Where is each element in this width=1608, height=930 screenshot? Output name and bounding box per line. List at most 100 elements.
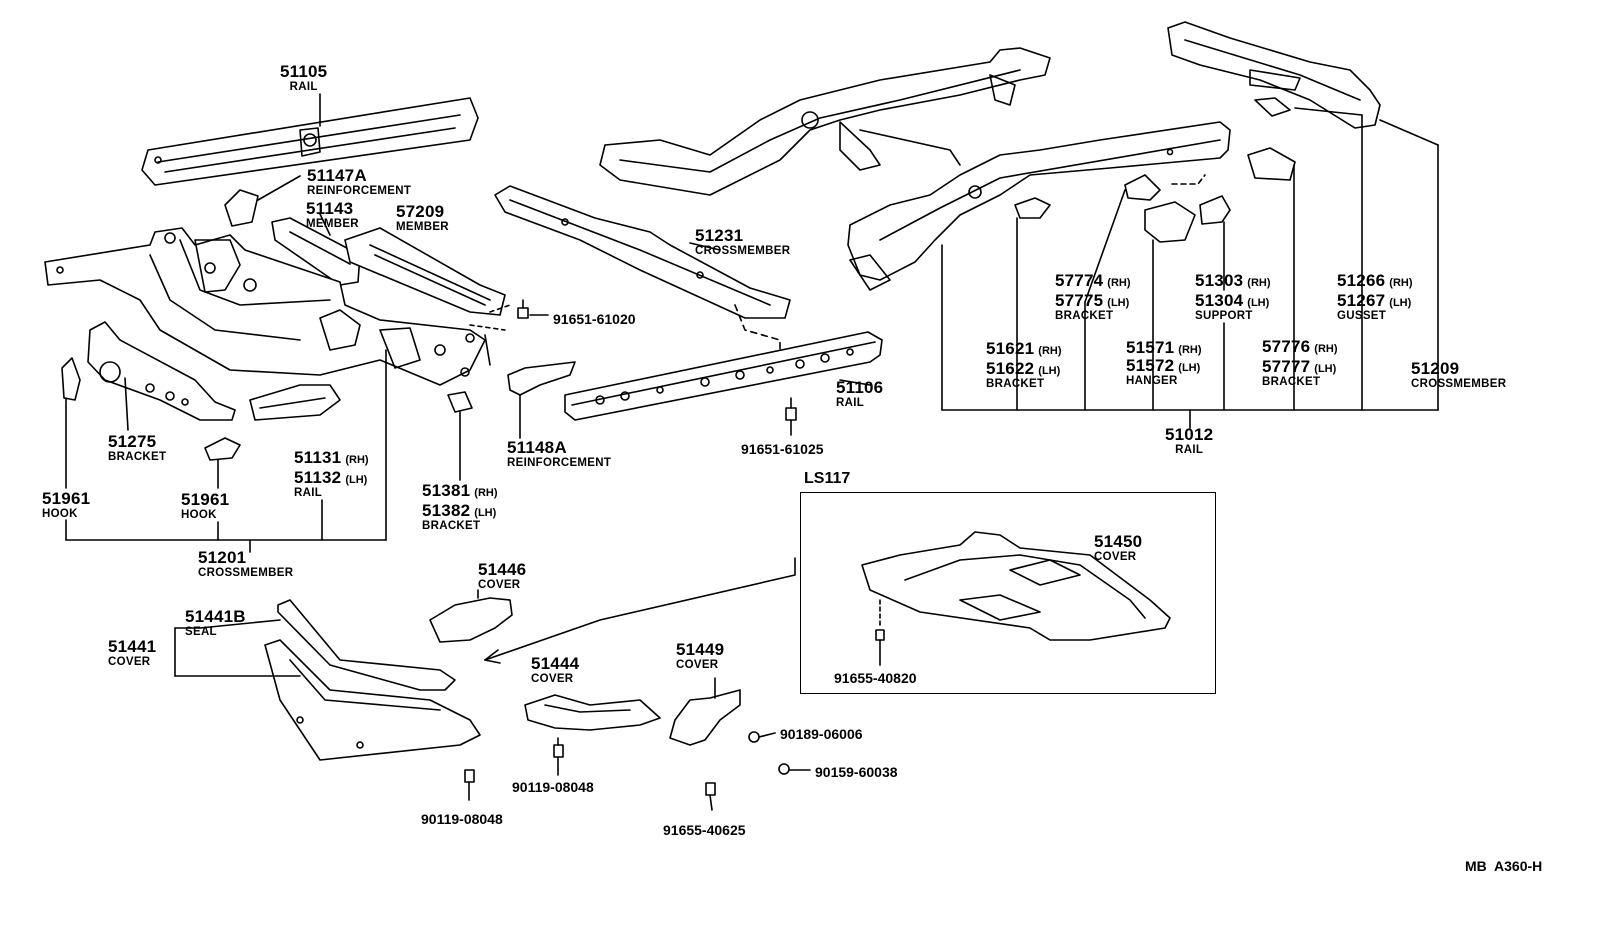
label-51275: 51275 BRACKET (108, 433, 166, 464)
rail-51105-drawing (141, 93, 479, 186)
label-51441: 51441 COVER (108, 638, 156, 669)
label-51132: 51132(LH) RAIL (294, 469, 367, 500)
cover-51450-drawing (861, 531, 1171, 666)
part-number: 51961 (42, 489, 91, 508)
label-51148a: 51148A REINFORCEMENT (507, 439, 611, 470)
label-51622: 51622(LH) BRACKET (986, 360, 1060, 391)
part-number: 51572 (1126, 356, 1175, 375)
part-name: CROSSMEMBER (695, 245, 791, 257)
part-name: MEMBER (306, 218, 359, 230)
label-51105: 51105 RAIL (280, 63, 327, 94)
part-name: COVER (478, 579, 521, 591)
part-name: MEMBER (396, 221, 449, 233)
label-51143: 51143 MEMBER (306, 200, 359, 231)
side-rh: (RH) (1178, 344, 1202, 356)
part-name: BRACKET (986, 378, 1045, 390)
label-51381: 51381(RH) (422, 482, 498, 500)
label-51572: 51572(LH) HANGER (1126, 357, 1200, 388)
part-name: HANGER (1126, 375, 1178, 387)
hook-51961-drawing (61, 357, 241, 489)
side-rh: (RH) (1107, 277, 1131, 289)
part-name: COVER (531, 673, 574, 685)
label-57774: 57774(RH) (1055, 272, 1131, 290)
side-lh: (LH) (1178, 362, 1201, 374)
cover-51446-drawing (429, 589, 513, 643)
label-51147a: 51147A REINFORCEMENT (307, 167, 411, 198)
side-lh: (LH) (1247, 297, 1270, 309)
label-57209: 57209 MEMBER (396, 203, 449, 234)
label-51446: 51446 COVER (478, 561, 526, 592)
cover-51444-drawing (524, 694, 661, 731)
cover-51441-drawing (174, 619, 481, 761)
fasteners-drawing (705, 731, 811, 811)
part-number: 51441 (108, 637, 157, 656)
label-51201: 51201 CROSSMEMBER (198, 549, 293, 580)
part-name: CROSSMEMBER (1411, 378, 1507, 390)
part-name: HOOK (42, 508, 78, 520)
part-name: REINFORCEMENT (507, 457, 612, 469)
label-57777: 57777(LH) BRACKET (1262, 358, 1336, 389)
label-51444: 51444 COVER (531, 655, 579, 686)
side-rh: (RH) (474, 487, 498, 499)
part-name: HOOK (181, 509, 217, 521)
part-number: 51267 (1337, 291, 1386, 310)
arrow-to-51441 (484, 557, 796, 664)
part-number: 51266 (1337, 271, 1386, 290)
drawing-code: MB A360-H (1465, 858, 1543, 874)
part-name: COVER (108, 656, 151, 668)
part-number: 51201 (198, 548, 247, 567)
side-lh: (LH) (1314, 363, 1337, 375)
part-number: 57775 (1055, 291, 1104, 310)
part-name: BRACKET (1262, 376, 1321, 388)
bracket-51275-drawing (87, 321, 236, 431)
label-51131: 51131(RH) (294, 449, 369, 467)
part-number: 51106 (836, 378, 884, 397)
part-number: 51621 (986, 339, 1035, 358)
side-rh: (RH) (1247, 277, 1271, 289)
bolt-91651-61020-drawing (469, 299, 549, 331)
part-number: 51131 (294, 448, 342, 467)
part-number: 51441B (185, 607, 246, 626)
label-51382: 51382(LH) BRACKET (422, 502, 496, 533)
bolt-91651-61025-drawing (785, 397, 797, 436)
part-number: 51961 (181, 490, 230, 509)
label-51450: 51450 COVER (1094, 533, 1142, 564)
side-rh: (RH) (1038, 345, 1062, 357)
part-name: COVER (1094, 551, 1137, 563)
part-number: 51105 (280, 62, 328, 81)
label-51209: 51209 CROSSMEMBER (1411, 360, 1506, 391)
label-51621: 51621(RH) (986, 340, 1062, 358)
side-rh: (RH) (345, 454, 369, 466)
part-number: 51231 (695, 226, 744, 245)
label-91655-40820: 91655-40820 (834, 670, 917, 686)
label-91655-40625: 91655-40625 (663, 822, 746, 838)
part-number: 51304 (1195, 291, 1244, 310)
side-lh: (LH) (1038, 365, 1061, 377)
side-lh: (LH) (474, 507, 497, 519)
part-number: 51444 (531, 654, 580, 673)
label-57776: 57776(RH) (1262, 338, 1338, 356)
part-number: 51446 (478, 560, 527, 579)
label-90119-08048-left: 90119-08048 (421, 811, 503, 827)
part-number: 51143 (306, 199, 354, 218)
part-name: RAIL (1175, 444, 1204, 456)
label-51266: 51266(RH) (1337, 272, 1413, 290)
side-lh: (LH) (1107, 297, 1130, 309)
part-name: REINFORCEMENT (307, 185, 412, 197)
part-number: 51148A (507, 438, 567, 457)
label-51106: 51106 RAIL (836, 379, 883, 410)
part-number: 51450 (1094, 532, 1143, 551)
label-51961-right: 51961 HOOK (181, 491, 229, 522)
label-91651-61020: 91651-61020 (553, 311, 636, 327)
leaders-51012 (941, 107, 1439, 429)
side-rh: (RH) (1314, 343, 1338, 355)
label-51571: 51571(RH) (1126, 339, 1202, 357)
part-number: 51275 (108, 432, 157, 451)
label-90119-08048-right: 90119-08048 (512, 779, 594, 795)
label-51961-left: 51961 HOOK (42, 490, 90, 521)
label-90189-06006: 90189-06006 (780, 726, 863, 742)
side-lh: (LH) (345, 474, 368, 486)
side-rh: (RH) (1389, 277, 1413, 289)
ls117-label: LS117 (804, 470, 851, 487)
label-51303: 51303(RH) (1195, 272, 1271, 290)
